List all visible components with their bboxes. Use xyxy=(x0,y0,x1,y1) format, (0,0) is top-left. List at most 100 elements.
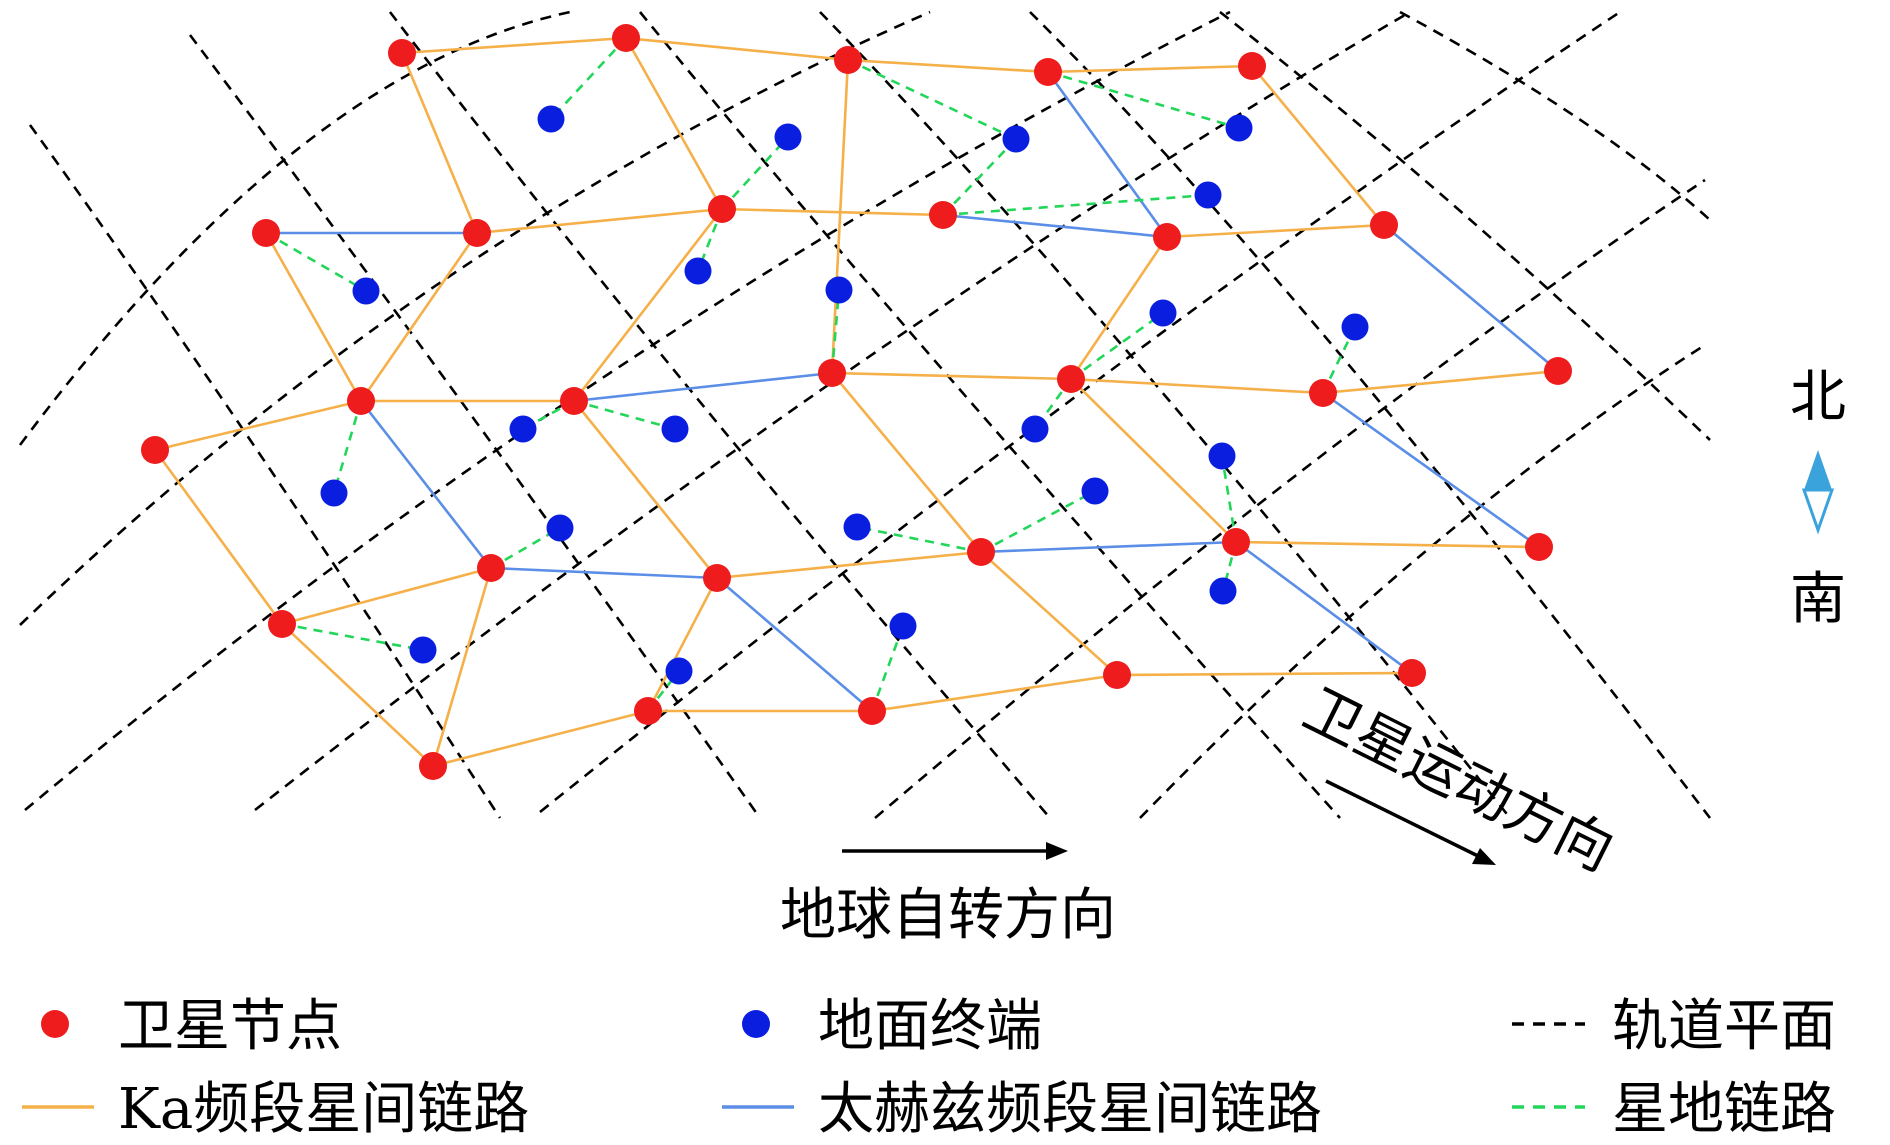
satellite-node xyxy=(252,219,280,247)
inter-satellite-link xyxy=(1070,377,1324,395)
arrow-right-icon xyxy=(1046,842,1068,860)
orbit-plane xyxy=(254,10,1411,812)
inter-satellite-link xyxy=(432,709,649,768)
satellite-node xyxy=(1544,357,1572,385)
satellite-ground-link xyxy=(980,489,1096,554)
satellite-ground-link xyxy=(1321,326,1357,394)
orbit-plane xyxy=(1029,11,1712,819)
satellite-ground-link xyxy=(265,231,367,293)
earth-rotation-indicator: 地球自转方向 xyxy=(780,842,1116,948)
satellite-node xyxy=(477,554,505,582)
ground-terminal xyxy=(537,105,565,133)
satellite-node xyxy=(634,697,662,725)
ground-terminal xyxy=(509,415,537,443)
north-south-arrow-icon xyxy=(1801,450,1835,535)
arrow-diagonal-icon xyxy=(1472,848,1496,865)
inter-satellite-link xyxy=(831,371,1072,381)
orbit-plane xyxy=(819,11,1512,819)
inter-satellite-link xyxy=(716,577,873,712)
inter-satellite-link xyxy=(624,37,724,210)
orbit-plane xyxy=(539,10,1621,814)
inter-satellite-link xyxy=(871,673,1118,713)
inter-satellite-link xyxy=(847,58,1049,74)
legend-item-terminal: 地面终端 xyxy=(742,994,1042,1059)
satellite-ground-link xyxy=(573,399,676,431)
satellite-node xyxy=(560,387,588,415)
inter-satellite-link xyxy=(1383,224,1559,372)
satellite-node xyxy=(1057,365,1085,393)
satellite-node xyxy=(834,46,862,74)
satellite-node xyxy=(1370,211,1398,239)
satellite-node xyxy=(141,436,169,464)
inter-satellite-link xyxy=(572,208,724,402)
ground-terminal xyxy=(1081,477,1109,505)
inter-satellite-link xyxy=(573,371,833,403)
satellite-node xyxy=(1034,58,1062,86)
inter-satellite-link xyxy=(1322,391,1540,549)
ground-terminal xyxy=(843,513,871,541)
ground-terminal xyxy=(409,636,437,664)
compass-south-label: 南 xyxy=(1790,567,1846,632)
inter-satellite-link xyxy=(400,52,479,234)
satellite-node xyxy=(967,538,995,566)
inter-satellite-link xyxy=(281,623,434,767)
red-dot-icon xyxy=(41,1010,69,1038)
satellite-ground-link xyxy=(942,138,1017,216)
satellite-ground-link xyxy=(942,193,1209,217)
earth-rotation-label: 地球自转方向 xyxy=(780,883,1116,948)
satellite-motion-indicator: 卫星运动方向 xyxy=(1294,676,1624,884)
orbit-plane xyxy=(1219,10,1711,441)
ground-terminal xyxy=(352,277,380,305)
legend: 卫星节点 地面终端 轨道平面 Ka频段星间链路 太赫兹频段星间链路 星地链路 xyxy=(22,994,1836,1142)
legend-item-thz: 太赫兹频段星间链路 xyxy=(722,1077,1322,1142)
legend-label: 太赫兹频段星间链路 xyxy=(818,1077,1322,1142)
ground-terminal xyxy=(1341,313,1369,341)
ground-terminal xyxy=(320,479,348,507)
satellite-node xyxy=(463,219,491,247)
legend-item-orbit: 轨道平面 xyxy=(1512,994,1836,1059)
satellite-node xyxy=(388,39,416,67)
satellite-node xyxy=(1525,533,1553,561)
orbit-plane xyxy=(24,10,1231,811)
inter-satellite-link xyxy=(1070,378,1237,543)
ground-terminal xyxy=(684,257,712,285)
satellite-node xyxy=(1103,661,1131,689)
orbit-planes xyxy=(18,10,1712,819)
inter-satellite-link xyxy=(646,577,719,712)
satellite-node xyxy=(858,697,886,725)
inter-satellite-link xyxy=(1235,540,1540,549)
satellite-node xyxy=(1153,223,1181,251)
compass: 北 南 xyxy=(1790,365,1846,632)
ground-terminal xyxy=(1209,577,1237,605)
inter-satellite-link xyxy=(572,400,719,579)
ground-terminal xyxy=(661,415,689,443)
inter-satellite-link xyxy=(721,207,944,217)
inter-satellite-link xyxy=(264,232,363,402)
inter-satellite-link xyxy=(359,232,479,402)
inter-satellite-link xyxy=(942,213,1168,239)
satellite-node xyxy=(1309,379,1337,407)
inter-satellite-link xyxy=(1047,64,1253,74)
satellite-ground-link xyxy=(830,289,841,374)
ground-terminal xyxy=(665,657,693,685)
inter-satellite-link xyxy=(153,449,284,625)
inter-satellite-link xyxy=(980,551,1118,676)
inter-satellite-link xyxy=(1235,540,1413,675)
blue-dot-icon xyxy=(742,1010,770,1038)
ground-terminal xyxy=(825,276,853,304)
inter-satellite-link xyxy=(830,59,850,374)
legend-item-satellite: 卫星节点 xyxy=(41,994,342,1059)
satellite-nodes xyxy=(141,24,1572,780)
satellite-node xyxy=(268,610,296,638)
orbit-plane xyxy=(1139,343,1706,819)
inter-satellite-link xyxy=(1069,236,1169,380)
inter-satellite-link xyxy=(625,36,849,62)
satellite-ground-link xyxy=(1070,311,1164,381)
orbit-plane xyxy=(1399,10,1711,221)
inter-satellite-link xyxy=(716,550,982,580)
inter-satellite-link xyxy=(490,566,718,580)
orbit-plane xyxy=(19,10,931,626)
inter-satellite-link xyxy=(359,400,493,569)
ground-terminal xyxy=(774,123,802,151)
